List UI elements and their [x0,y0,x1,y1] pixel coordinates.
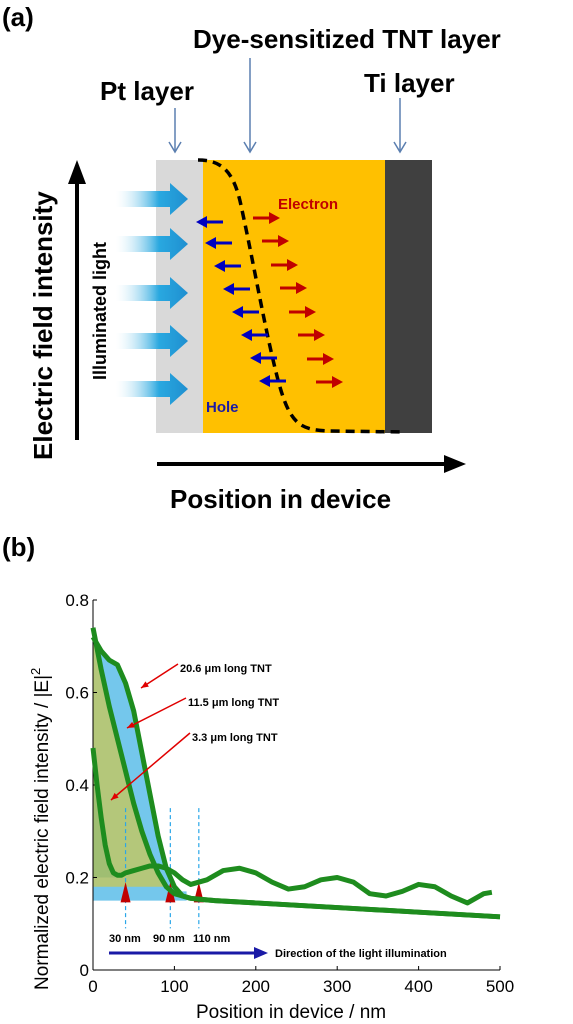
x-tick-label: 0 [88,977,97,996]
electron-arrow-4 [280,282,307,294]
y-tick-label: 0.4 [65,776,89,795]
shaded-region-11-5 [93,627,171,890]
annotation-pointer-3 [110,732,191,801]
hole-arrow-4 [223,283,250,295]
tnt-layer [203,160,385,433]
shaded-region-3-3 [93,748,118,878]
illuminated-light-label: Illuminated light [90,242,110,380]
light-arrow-4 [116,325,188,357]
hole-label: Hole [206,399,239,416]
hole-arrow-1 [196,216,223,228]
annotation-3-3: 3.3 μm long TNT [192,732,278,744]
hole-arrow-8 [259,375,286,387]
annotation-pointer-head-1 [141,681,149,688]
electron-label: Electron [278,196,338,213]
electron-arrow-2 [262,235,289,247]
series-line-2 [90,627,501,920]
electron-arrow-6 [298,329,325,341]
x-tick-label: 300 [323,977,351,996]
hole-arrow-7 [250,352,277,364]
light-arrow-2 [116,228,188,260]
light-arrow-5 [116,373,188,405]
y-tick-label: 0.2 [65,869,89,888]
direction-label: Direction of the light illumination [275,948,447,960]
marker-triangle-30nm [120,882,131,903]
hole-arrow-2 [205,237,232,249]
electron-arrow-1 [253,212,280,224]
chart: 0 100 200 300 400 500 0 0.2 0.4 0.6 0.8 [65,591,514,996]
light-arrow-3 [116,277,188,309]
y-tick-label: 0.8 [65,591,89,610]
light-arrow-1 [116,183,188,215]
panel-a: (a) Dye-sensitized TNT layer Pt layer Ti… [2,2,501,514]
series-line-3 [90,747,493,906]
hole-arrow-6 [241,329,268,341]
panel-b-label: (b) [2,532,35,562]
annotation-pointer-2 [126,697,187,729]
x-tick-label: 100 [160,977,188,996]
electron-arrow-5 [289,306,316,318]
y-axis-arrow [68,160,86,440]
x-tick-label: 200 [242,977,270,996]
x-tick-label: 400 [404,977,432,996]
carrier-arrows [196,212,343,388]
dye-layer-label: Dye-sensitized TNT layer [193,24,501,54]
annotation-90nm: 90 nm [153,933,185,945]
light-arrows [116,183,188,405]
x-axis-label: Position in device [170,484,391,514]
x-axis-arrow [157,455,466,473]
annotation-pointer-head-3 [111,792,119,800]
pt-layer-label: Pt layer [100,76,194,106]
hole-arrow-5 [232,306,259,318]
y-tick-label: 0.6 [65,684,89,703]
y-axis-label: Electric field intensity [28,191,58,460]
panel-b: (b) 0 100 200 300 400 500 0 0.2 0.4 0.6 0.8 Normal… [2,532,514,1023]
chart-y-axis-label: Normalized electric field intensity / |E… [28,668,53,990]
electron-arrow-7 [307,353,334,365]
annotation-30nm: 30 nm [109,933,141,945]
electron-arrow-3 [271,259,298,271]
direction-arrow [109,947,268,959]
annotation-11-5: 11.5 μm long TNT [188,697,279,709]
ti-layer [385,160,432,433]
shaded-baseline-band [93,891,187,901]
annotation-20-6: 20.6 μm long TNT [180,663,272,675]
hole-arrow-3 [214,260,241,272]
annotation-110nm: 110 nm [193,933,231,945]
ti-layer-label: Ti layer [364,68,455,98]
panel-a-label: (a) [2,2,34,32]
chart-x-axis-label: Position in device / nm [196,1002,386,1023]
x-tick-label: 500 [486,977,514,996]
label-pointer-arrows [168,58,407,154]
annotation-pointer-head-2 [127,721,135,728]
y-tick-label: 0 [80,961,89,980]
electron-arrow-8 [316,376,343,388]
